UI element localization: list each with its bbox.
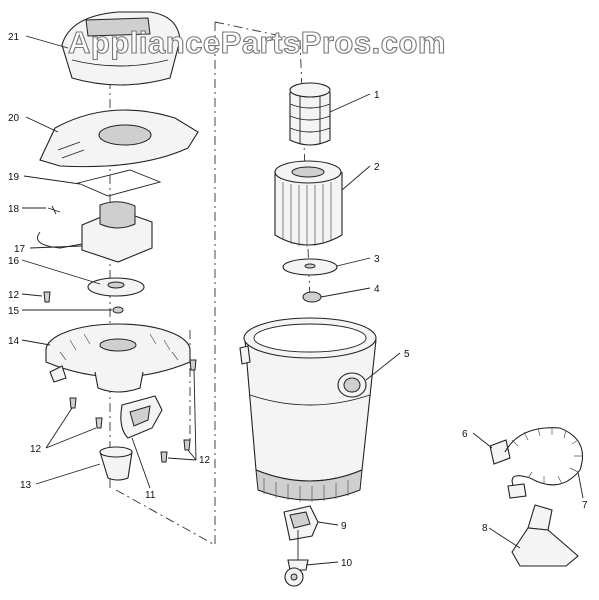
callout-13: 13 (20, 480, 32, 491)
filter-cage[interactable] (289, 82, 331, 146)
retainer-nut[interactable] (302, 291, 322, 303)
leader-lines (21, 35, 584, 566)
power-head-base[interactable] (45, 323, 191, 393)
callout-5: 5 (404, 349, 410, 360)
watermark: AppliancePartsPros.com (68, 25, 446, 60)
retainer-plate[interactable] (282, 258, 338, 276)
callout-17: 17 (14, 244, 26, 255)
callout-7: 7 (582, 500, 588, 511)
callout-9: 9 (341, 521, 347, 532)
drum[interactable] (239, 317, 377, 502)
callout-12-left: 12 (30, 444, 42, 455)
callout-16: 16 (8, 256, 20, 267)
callout-14: 14 (8, 336, 20, 347)
hose-cuff[interactable] (489, 439, 511, 465)
callout-18: 18 (8, 204, 20, 215)
motor-assembly[interactable] (37, 201, 153, 263)
caster-socket[interactable] (283, 505, 319, 541)
callout-2: 2 (374, 162, 380, 173)
motor-cover[interactable] (61, 11, 181, 86)
callout-21: 21 (8, 32, 20, 43)
callout-12-top: 12 (8, 290, 20, 301)
screws[interactable] (43, 291, 197, 463)
utility-nozzle[interactable] (511, 504, 579, 567)
callout-3: 3 (374, 254, 380, 265)
hose[interactable] (504, 427, 583, 499)
callout-6: 6 (462, 429, 468, 440)
callout-8: 8 (482, 523, 488, 534)
callout-10: 10 (341, 558, 353, 569)
callout-labels: 21 20 19 18 17 16 15 14 13 12 12 12 11 1… (8, 32, 588, 569)
callout-15: 15 (8, 306, 20, 317)
callout-1: 1 (374, 90, 380, 101)
lid[interactable] (39, 109, 199, 168)
callout-4: 4 (374, 284, 380, 295)
gasket[interactable] (76, 169, 162, 197)
caster[interactable] (284, 530, 309, 587)
cartridge-filter[interactable] (274, 160, 343, 247)
cup-filter[interactable] (99, 446, 133, 481)
callout-12-right: 12 (199, 455, 211, 466)
screw-18[interactable] (47, 205, 61, 215)
deflector[interactable] (120, 395, 163, 439)
callout-11: 11 (145, 490, 156, 501)
nut[interactable] (112, 306, 124, 314)
impeller[interactable] (87, 277, 145, 297)
callout-20: 20 (8, 113, 20, 124)
callout-19: 19 (8, 172, 20, 183)
